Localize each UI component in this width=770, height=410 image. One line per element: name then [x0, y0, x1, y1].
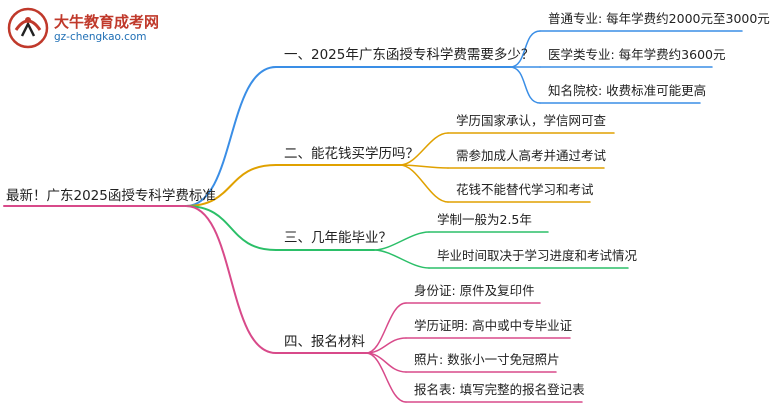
- leaf-connector: [509, 66, 541, 104]
- leaf-connector: [365, 352, 407, 403]
- leaf-study-length: 学制一般为2.5年: [437, 212, 532, 227]
- branch-graduation-years: 三、几年能毕业？: [284, 230, 392, 246]
- branch-tuition-amount: 一、2025年广东函授专科学费需要多少？: [284, 47, 535, 63]
- mindmap: 最新！广东2025函授专科学费标准 一、2025年广东函授专科学费需要多少？ 二…: [3, 11, 770, 403]
- branch-buy-degree: 二、能花钱买学历吗？: [284, 146, 419, 162]
- leaf-famous-school: 知名院校: 收费标准可能更高: [548, 83, 707, 98]
- leaf-regular-major: 普通专业: 每年学费约2000元至3000元: [548, 11, 770, 26]
- leaf-id-card: 身份证: 原件及复印件: [414, 283, 535, 298]
- leaf-photos: 照片: 数张小一寸免冠照片: [414, 352, 560, 367]
- site-logo: 大牛教育成考网 gz-chengkao.com: [6, 6, 176, 50]
- leaf-entrance-exam: 需参加成人高考并通过考试: [456, 148, 607, 163]
- leaf-graduation-time: 毕业时间取决于学习进度和考试情况: [437, 248, 638, 263]
- branch-connector: [185, 205, 277, 354]
- leaf-connector: [399, 132, 449, 166]
- leaf-connector: [365, 337, 407, 354]
- branch-application-materials: 四、报名材料: [284, 334, 365, 350]
- branch-connector: [185, 164, 277, 207]
- leaf-medical-major: 医学类专业: 每年学费约3600元: [548, 47, 726, 62]
- bull-logo-icon: [7, 7, 49, 49]
- branch-connector: [185, 66, 277, 207]
- leaf-no-shortcut: 花钱不能替代学习和考试: [456, 182, 594, 197]
- leaf-connector: [399, 164, 449, 203]
- branch-connector: [185, 205, 277, 251]
- root-topic: 最新！广东2025函授专科学费标准: [6, 188, 216, 204]
- leaf-degree-recognized: 学历国家承认，学信网可查: [456, 113, 607, 128]
- leaf-connector: [373, 231, 430, 251]
- leaf-connector: [373, 249, 430, 269]
- mindmap-links: [3, 30, 743, 403]
- leaf-connector: [365, 302, 407, 354]
- logo-title: 大牛教育成考网: [54, 13, 160, 31]
- leaf-application-form: 报名表: 填写完整的报名登记表: [414, 382, 585, 397]
- leaf-connector: [509, 30, 541, 68]
- logo-url: gz-chengkao.com: [54, 31, 147, 43]
- leaf-education-proof: 学历证明: 高中或中专毕业证: [414, 318, 573, 333]
